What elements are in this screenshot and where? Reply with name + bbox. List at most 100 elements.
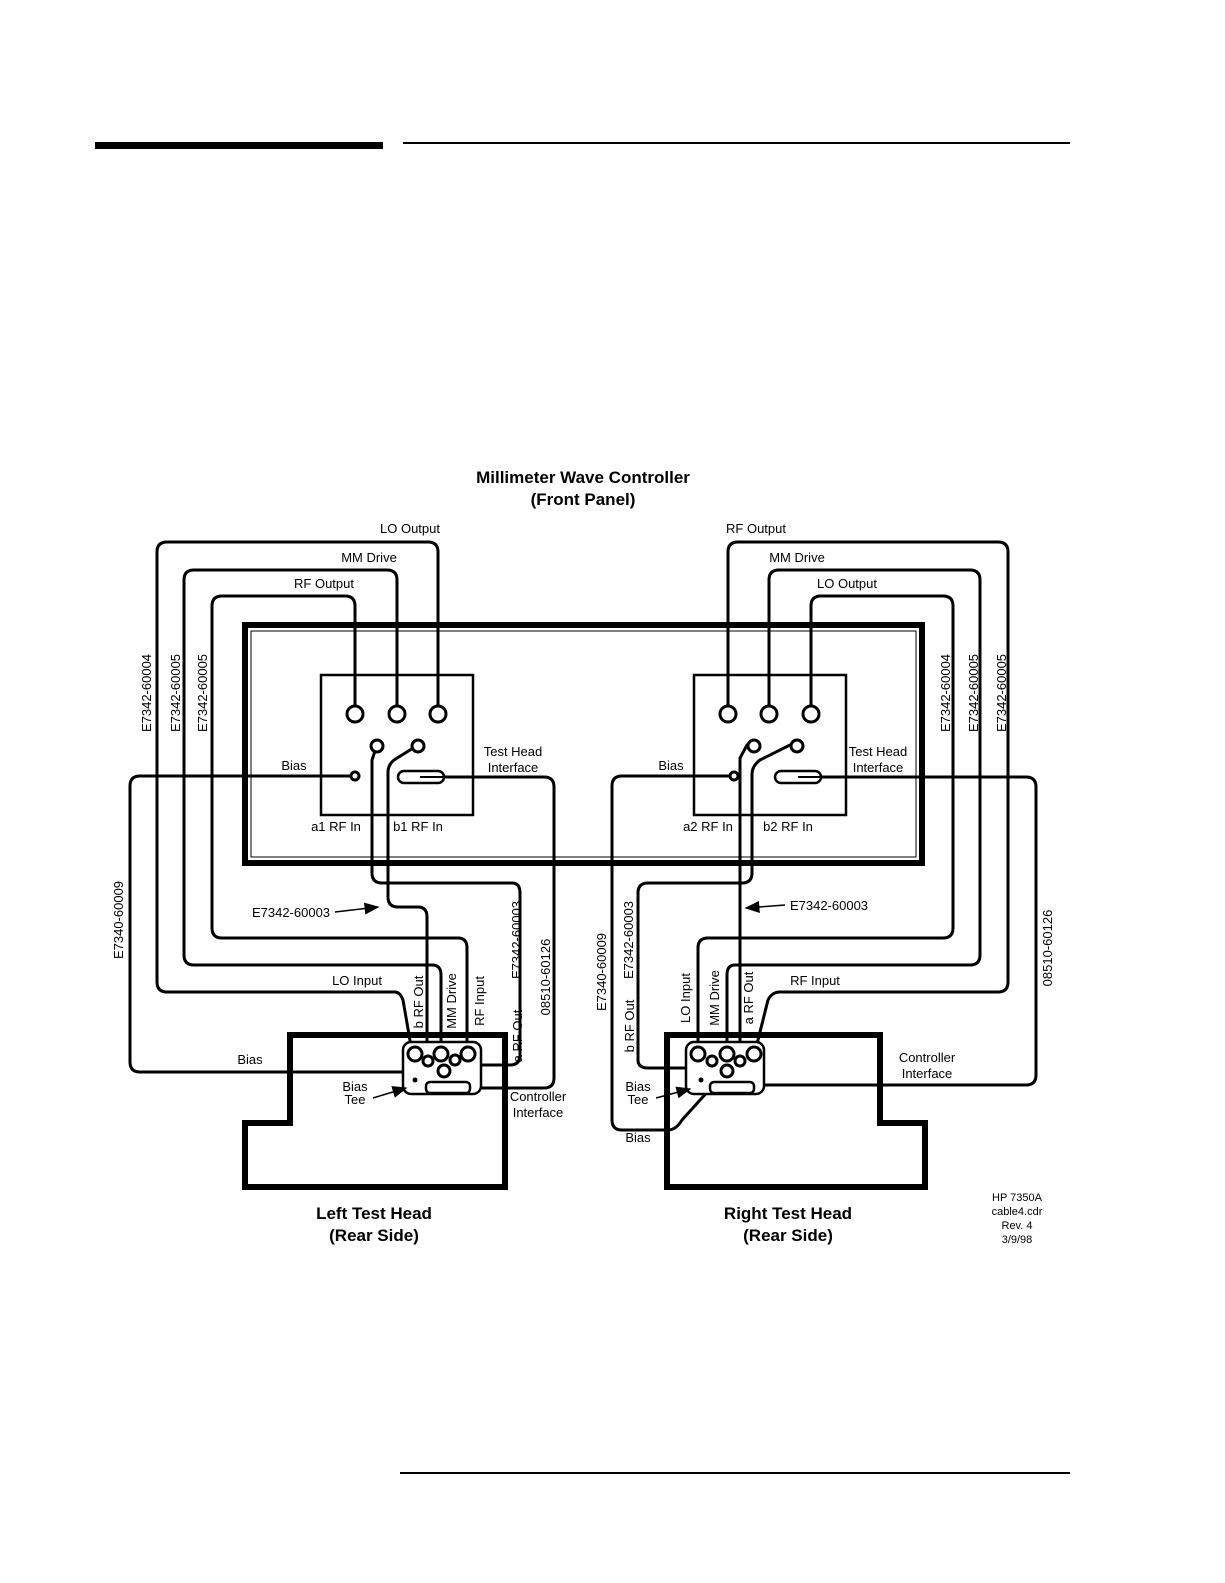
cable-left-interface: [418, 775, 556, 1090]
cable-left-lo: [155, 540, 440, 1054]
label-left-rf-pointer: E7342-60003: [252, 905, 330, 920]
label-right-controller-interface-1: Controller: [899, 1050, 956, 1065]
arrow-right-rf-cable: [744, 900, 786, 913]
cable-right-bias: [610, 774, 730, 1132]
label-right-rf-output: RF Output: [726, 521, 786, 536]
label-b2-rf-in: b2 RF In: [763, 819, 813, 834]
cable-left-mm: [182, 568, 443, 1054]
port-right-head-a-rf-out: [733, 1054, 747, 1068]
cable-right-lo: [696, 594, 955, 1054]
right-test-head: [664, 1032, 928, 1190]
port-left-head-a-rf-out: [448, 1053, 462, 1067]
label-right-lo-output: LO Output: [817, 576, 877, 591]
port-left-mm-drive: [387, 704, 407, 724]
right-head-connector-panel: [684, 1040, 766, 1096]
port-left-head-bias: [436, 1063, 452, 1079]
port-left-controller-interface: [424, 1080, 472, 1095]
label-left-b-rf-out: b RF Out: [411, 975, 426, 1028]
left-controller-panel: [319, 673, 475, 817]
label-left-rf-vertical: E7342-60003: [509, 901, 524, 979]
label-right-cable-1: E7342-60004: [938, 654, 953, 732]
port-right-head-rf-input: [745, 1045, 763, 1063]
cable-right-rf: [726, 540, 1010, 1054]
label-left-cable-3: E7342-60005: [195, 654, 210, 732]
bias-tee-left: [412, 1077, 418, 1083]
port-a1-rf-in: [369, 738, 385, 754]
cable-left-b-rf: [386, 743, 429, 1062]
right-head-title: Right Test Head: [724, 1204, 852, 1223]
controller-subtitle: (Front Panel): [531, 490, 636, 509]
port-right-lo-output: [801, 704, 821, 724]
label-left-lo-input: LO Input: [332, 973, 382, 988]
left-cables: [128, 540, 556, 1090]
controller-title: Millimeter Wave Controller: [476, 468, 690, 487]
controller-front-panel: [242, 622, 925, 866]
port-right-head-lo-input: [689, 1045, 707, 1063]
bias-tee-right: [698, 1077, 704, 1083]
cable-left-a-rf: [370, 743, 522, 1067]
port-right-bias: [728, 770, 740, 782]
label-right-controller-interface-2: Interface: [902, 1066, 953, 1081]
right-cables: [610, 540, 1038, 1132]
label-right-b-rf-out: b RF Out: [622, 999, 637, 1052]
label-left-bias-cable: E7340-60009: [111, 881, 126, 959]
label-left-controller-interface-2: Interface: [513, 1105, 564, 1120]
stamp-model: HP 7350A: [992, 1192, 1043, 1204]
port-b1-rf-in: [410, 738, 426, 754]
label-left-cable-1: E7342-60004: [139, 654, 154, 732]
label-right-rf-input: RF Input: [790, 973, 840, 988]
label-left-bias-tee-1: Bias: [342, 1079, 368, 1094]
label-right-cable-3: E7342-60005: [994, 654, 1009, 732]
label-left-cable-2: E7342-60005: [168, 654, 183, 732]
stamp-date: 3/9/98: [1002, 1234, 1033, 1246]
label-right-rf-vertical: E7342-60003: [621, 901, 636, 979]
label-a2-rf-in: a2 RF In: [683, 819, 733, 834]
footer-rule: [400, 1472, 1070, 1474]
label-left-th-interface-1: Test Head: [484, 744, 543, 759]
port-left-lo-output: [428, 704, 448, 724]
label-left-interface-cable: 08510-60126: [538, 939, 553, 1016]
label-right-bias-tee-1: Bias: [625, 1079, 651, 1094]
port-left-bias: [349, 770, 361, 782]
port-right-rf-output: [718, 704, 738, 724]
label-left-lo-output: LO Output: [380, 521, 440, 536]
label-a1-rf-in: a1 RF In: [311, 819, 361, 834]
left-head-connector-panel: [401, 1040, 483, 1096]
label-left-controller-interface-1: Controller: [510, 1089, 567, 1104]
header-rule-thick: [95, 142, 383, 149]
label-right-cable-2: E7342-60005: [966, 654, 981, 732]
port-left-head-b-rf-out: [406, 1045, 424, 1063]
label-right-a-rf-out: a RF Out: [741, 971, 756, 1024]
label-left-bias-tee-2: Tee: [345, 1092, 366, 1107]
port-right-controller-interface: [708, 1080, 756, 1095]
port-left-head-rf-input: [459, 1045, 477, 1063]
label-right-th-interface-2: Interface: [853, 760, 904, 775]
port-a2-rf-in: [746, 738, 762, 754]
label-right-rf-pointer: E7342-60003: [790, 898, 868, 913]
label-left-mm-drive: MM Drive: [341, 550, 397, 565]
arrow-right-bias-tee: [655, 1086, 692, 1099]
header-rule-thin: [403, 142, 1070, 144]
label-right-bias: Bias: [658, 758, 684, 773]
arrow-left-bias-tee: [372, 1086, 408, 1099]
stamp-revision: Rev. 4: [1002, 1220, 1033, 1232]
label-left-a-rf-out: a RF Out: [510, 1009, 525, 1062]
label-left-bias: Bias: [281, 758, 307, 773]
port-right-head-mm-drive: [718, 1045, 736, 1063]
cable-right-b-rf: [636, 743, 792, 1070]
port-right-head-b-rf-out: [705, 1054, 719, 1068]
label-right-bias-cable: E7340-60009: [594, 933, 609, 1011]
cable-left-bias: [128, 774, 410, 1074]
label-right-head-bias: Bias: [625, 1130, 651, 1145]
port-right-mm-drive: [759, 704, 779, 724]
port-right-head-bias: [719, 1063, 735, 1079]
cable-right-mm: [725, 568, 982, 1054]
label-right-th-interface-1: Test Head: [849, 744, 908, 759]
cable-right-a-rf: [738, 743, 749, 1062]
label-left-rf-input: RF Input: [472, 976, 487, 1026]
label-right-interface-cable: 08510-60126: [1040, 910, 1055, 987]
label-left-th-interface-2: Interface: [488, 760, 539, 775]
arrow-left-rf-cable: [334, 902, 380, 915]
left-test-head: [242, 1032, 508, 1190]
